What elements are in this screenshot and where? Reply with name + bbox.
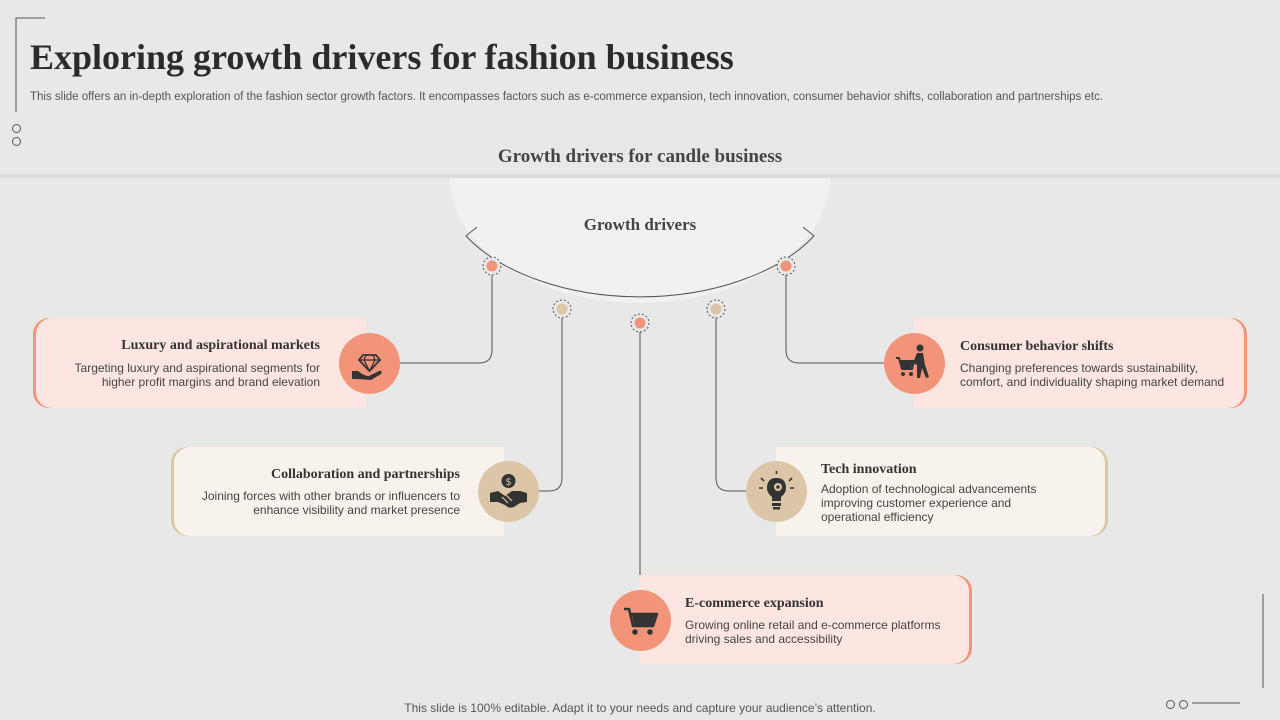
- node-consumer: [776, 256, 796, 276]
- section-separator: [0, 174, 1280, 178]
- shopping-cart-icon: [610, 590, 671, 651]
- ring-decoration-1: [12, 124, 21, 133]
- card-collaboration: Collaboration and partnerships Joining f…: [174, 447, 504, 536]
- card-consumer: Consumer behavior shifts Changing prefer…: [914, 318, 1244, 408]
- arc-tick-left: [465, 226, 478, 237]
- card-collaboration-description: Joining forces with other brands or infl…: [201, 489, 460, 517]
- lightbulb-gear-icon: [746, 461, 807, 522]
- ring-decoration-2: [12, 137, 21, 146]
- card-tech-description: Adoption of technological advancements i…: [821, 482, 1037, 524]
- node-ecommerce: [630, 313, 650, 333]
- card-luxury-description: Targeting luxury and aspirational segmen…: [74, 361, 320, 389]
- shopper-cart-icon: [884, 333, 945, 394]
- node-luxury: [482, 256, 502, 276]
- section-title: Growth drivers for candle business: [497, 146, 783, 167]
- diamond-hand-icon: [339, 333, 400, 394]
- hub-semicircle: [450, 178, 830, 303]
- connector-consumer: [785, 266, 884, 364]
- card-luxury-title: Luxury and aspirational markets: [121, 338, 320, 353]
- svg-text:$: $: [505, 477, 511, 488]
- page-subtitle: This slide offers an in-depth exploratio…: [30, 91, 1104, 103]
- card-consumer-title: Consumer behavior shifts: [960, 339, 1114, 354]
- node-tech: [706, 299, 726, 319]
- connector-tech: [715, 309, 746, 492]
- ring-decoration-3: [1166, 700, 1175, 709]
- card-tech-title: Tech innovation: [821, 462, 917, 477]
- card-tech: Tech innovation Adoption of technologica…: [776, 447, 1105, 536]
- card-consumer-description: Changing preferences towards sustainabil…: [960, 361, 1225, 389]
- arc-tick-right: [802, 226, 815, 237]
- card-ecommerce: E-commerce expansion Growing online reta…: [640, 575, 969, 664]
- connector-collaboration: [538, 309, 563, 492]
- card-ecommerce-description: Growing online retail and e-commerce pla…: [685, 618, 941, 646]
- hub-label: Growth drivers: [583, 215, 697, 234]
- page-title: Exploring growth drivers for fashion bus…: [30, 37, 734, 77]
- card-collaboration-title: Collaboration and partnerships: [270, 467, 460, 482]
- card-luxury: Luxury and aspirational markets Targetin…: [36, 318, 366, 408]
- ring-decoration-4: [1179, 700, 1188, 709]
- connector-luxury: [400, 266, 493, 364]
- handshake-dollar-icon: $: [478, 461, 539, 522]
- card-ecommerce-title: E-commerce expansion: [685, 596, 824, 611]
- footer-note: This slide is 100% editable. Adapt it to…: [404, 701, 876, 715]
- node-collaboration: [552, 299, 572, 319]
- hub-arc: [465, 235, 815, 298]
- corner-bracket-decoration: [15, 17, 45, 112]
